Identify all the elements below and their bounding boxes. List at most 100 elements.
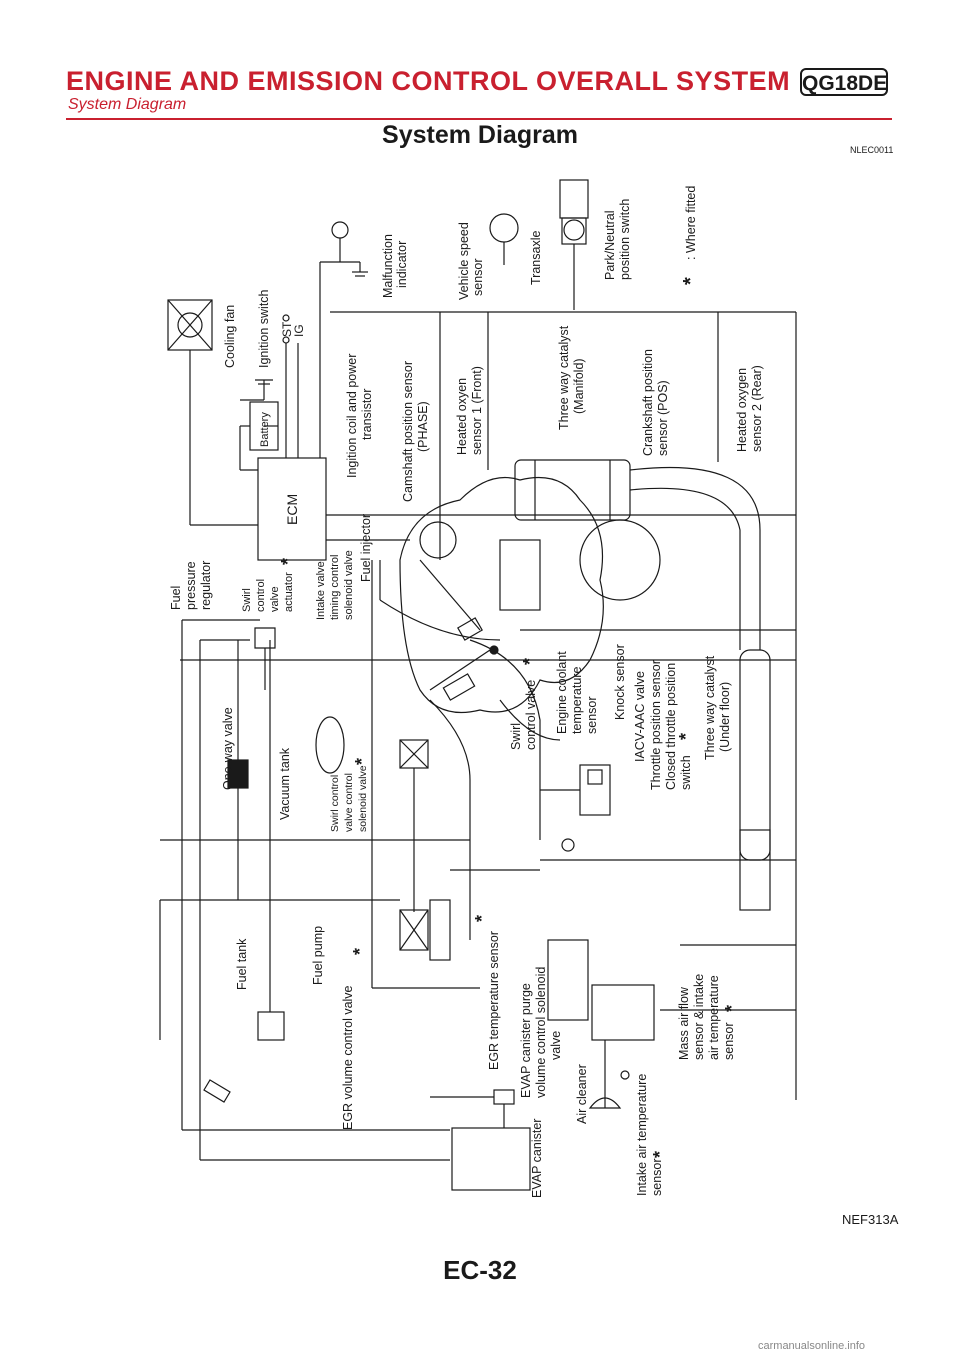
- header-engine-code: QG18DE: [800, 68, 888, 96]
- catalyst-underfloor: [739, 649, 771, 861]
- label-crank-2: sensor (POS): [656, 380, 670, 456]
- label-egr-vol: EGR volume control valve: [341, 985, 355, 1130]
- transaxle-box: [559, 179, 589, 219]
- label-ctp-2: switch: [679, 755, 693, 790]
- label-ect-3: sensor: [585, 696, 599, 734]
- label-air-cleaner: Air cleaner: [575, 1064, 589, 1124]
- label-injector: Fuel injector: [359, 514, 373, 582]
- label-ign-coil-1: Ingition coil and power: [345, 354, 359, 478]
- label-iat-2: sensor: [650, 1158, 664, 1196]
- label-maf-1: Mass air flow: [677, 986, 691, 1060]
- label-vacuum-tank: Vacuum tank: [278, 747, 292, 820]
- label-fuel-tank: Fuel tank: [235, 938, 249, 990]
- label-ignition-switch: Ignition switch: [257, 289, 271, 368]
- label-fuel-pump: Fuel pump: [311, 926, 325, 985]
- label-evap-purge-2: volume control solenoid: [534, 967, 548, 1098]
- label-swirl-act-3: valve: [269, 586, 281, 612]
- label-ect-2: temperature: [570, 667, 584, 734]
- star-egr-temp: *: [472, 915, 492, 922]
- air-cleaner-box: [591, 984, 655, 1041]
- star-iat: *: [650, 1151, 670, 1158]
- mil-lamp: [331, 221, 349, 239]
- label-ivt-3: solenoid valve: [343, 550, 355, 620]
- label-cooling-fan: Cooling fan: [223, 305, 237, 368]
- label-ctp-1: Closed throttle position: [664, 663, 678, 790]
- label-battery: Battery: [259, 412, 271, 447]
- label-ivt-2: timing control: [329, 555, 341, 620]
- label-oneway: One-way valve: [221, 707, 235, 790]
- label-iacv: IACV-AAC valve: [633, 671, 647, 762]
- label-fpr-2: pressure: [184, 561, 198, 610]
- figure-ref: NEF313A: [842, 1212, 899, 1227]
- header-title: ENGINE AND EMISSION CONTROL OVERALL SYST…: [66, 66, 791, 96]
- ecm-box: [257, 457, 327, 561]
- label-malfunction-2: indicator: [395, 241, 409, 288]
- star-ctp: *: [676, 733, 696, 740]
- label-maf-2: sensor & intake: [692, 974, 706, 1060]
- label-swirl-sol-2: valve control: [343, 773, 355, 832]
- label-swirl-valve-1: Swirl: [509, 723, 523, 750]
- label-egr-temp: EGR temperature sensor: [487, 931, 501, 1070]
- label-swirl-valve-2: control valve: [524, 680, 538, 750]
- star-swirl-solenoid: *: [352, 758, 372, 765]
- star-swirl-actuator: *: [278, 558, 298, 565]
- label-twc-floor-2: (Under floor): [718, 682, 732, 752]
- label-evap-purge-3: valve: [549, 1031, 563, 1060]
- label-iat-1: Intake air temperature: [635, 1074, 649, 1196]
- engine-block: [399, 476, 604, 714]
- section-ref: NLEC0011: [850, 145, 894, 155]
- evap-purge-solenoid: [493, 1089, 515, 1105]
- label-maf-3: air temperature: [707, 975, 721, 1060]
- label-ect-1: Engine coolant: [555, 651, 569, 734]
- intake-duct: [547, 939, 589, 1021]
- label-swirl-sol-3: solenoid valve: [357, 765, 369, 832]
- label-cam-2: (PHASE): [416, 401, 430, 452]
- label-ivt-1: Intake valve: [315, 561, 327, 620]
- vss-dial: [489, 213, 519, 243]
- component-labels: Cooling fan Ignition switch ST IG Malfun…: [169, 186, 764, 1198]
- label-swirl-act-1: Swirl: [241, 588, 253, 612]
- star-egr-vol: *: [350, 948, 370, 955]
- star-maf: *: [722, 1005, 742, 1012]
- muffler: [739, 829, 771, 911]
- label-transaxle: Transaxle: [529, 231, 543, 285]
- label-ecm: ECM: [284, 494, 300, 525]
- label-vss-1: Vehicle speed: [457, 222, 471, 300]
- label-swirl-sol-1: Swirl control: [329, 775, 341, 832]
- label-twc-manifold-1: Three way catalyst: [557, 325, 571, 430]
- label-crank-1: Crankshaft position: [641, 349, 655, 456]
- label-twc-floor-1: Three way catalyst: [703, 655, 717, 760]
- label-ig: IG: [292, 324, 306, 337]
- star-swirl-valve: *: [520, 658, 540, 665]
- label-ho2-front-1: Heated oxyen: [455, 378, 469, 455]
- label-fpr-1: Fuel: [169, 586, 183, 610]
- label-fpr-3: regulator: [199, 561, 213, 610]
- label-where-fitted: : Where fitted: [684, 186, 698, 260]
- label-cam-1: Camshaft position sensor: [401, 361, 415, 502]
- watermark: carmanualsonline.info: [758, 1340, 866, 1352]
- header-rule: [66, 118, 892, 120]
- crank-pulley: [579, 519, 661, 601]
- throttle-body: [579, 764, 611, 816]
- header-subtitle: System Diagram: [68, 96, 187, 113]
- label-evap-purge-1: EVAP canister purge: [519, 983, 533, 1098]
- label-swirl-act-2: control: [255, 579, 267, 612]
- label-st: ST: [280, 321, 294, 337]
- star-where-fitted: *: [680, 277, 702, 285]
- evap-canister: [451, 1127, 531, 1191]
- fuel-tank-box: [257, 1011, 285, 1041]
- label-ho2-rear-1: Heated oxygen: [735, 368, 749, 452]
- label-park-2: position switch: [618, 199, 632, 280]
- section-title: System Diagram: [382, 121, 578, 149]
- label-knock: Knock sensor: [613, 644, 627, 720]
- label-evap-canister: EVAP canister: [530, 1119, 544, 1198]
- vacuum-tank: [315, 716, 345, 774]
- label-tps: Throttle position sensor: [649, 660, 663, 790]
- page-number: EC-32: [443, 1255, 517, 1285]
- label-ho2-rear-2: sensor 2 (Rear): [750, 365, 764, 452]
- label-ign-coil-2: transistor: [360, 389, 374, 440]
- label-vss-2: sensor: [471, 258, 485, 296]
- label-twc-manifold-2: (Manifold): [572, 358, 586, 414]
- diagram-lines: [159, 179, 797, 1191]
